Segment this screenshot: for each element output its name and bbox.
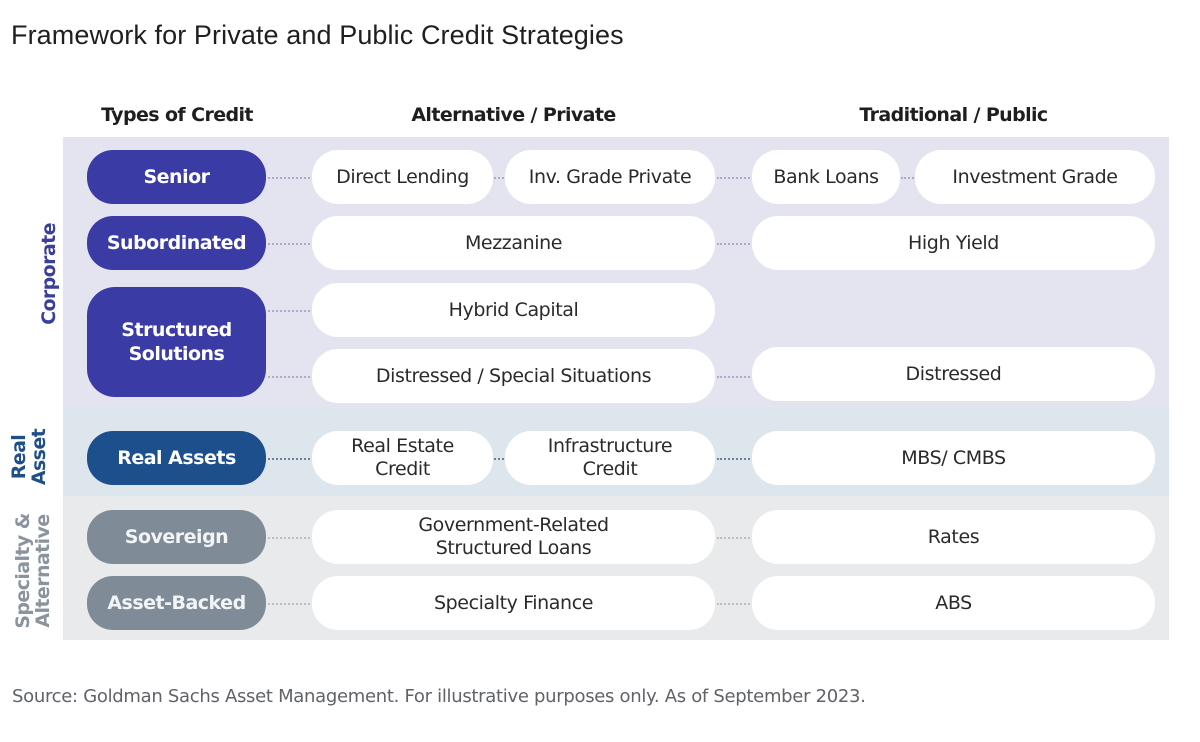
strategy-label-line2: Credit	[375, 458, 430, 480]
group-label-specialty: Specialty & Alternative	[12, 508, 55, 634]
type-label-senior: Senior	[143, 166, 210, 188]
connector-dots	[494, 177, 504, 179]
strategy-pill-mbs-cmbs: MBS/ CMBS	[752, 431, 1155, 485]
type-pill-sovereign: Sovereign	[87, 510, 266, 564]
connector-dots	[717, 376, 750, 378]
connector-dots	[268, 458, 310, 460]
strategy-pill-rates: Rates	[752, 510, 1155, 564]
connector-dots	[717, 243, 750, 245]
strategy-label: Mezzanine	[464, 232, 563, 254]
strategy-pill-specialty-finance: Specialty Finance	[312, 576, 715, 630]
strategy-pill-investment-grade: Investment Grade	[915, 150, 1155, 204]
connector-dots	[717, 177, 750, 179]
strategy-label-line1: Government-Related	[418, 514, 609, 536]
strategy-pill-high-yield: High Yield	[752, 216, 1155, 270]
type-pill-asset-backed: Asset-Backed	[87, 576, 266, 630]
strategy-label: MBS/ CMBS	[901, 447, 1006, 469]
strategy-label: Investment Grade	[952, 166, 1118, 188]
connector-dots	[717, 603, 750, 605]
column-header-traditional: Traditional / Public	[859, 104, 1048, 126]
strategy-label-line1: Real Estate	[351, 435, 454, 457]
strategy-label: ABS	[935, 592, 972, 614]
connector-dots	[268, 376, 310, 378]
type-pill-subordinated: Subordinated	[87, 216, 266, 270]
type-label-real-assets: Real Assets	[117, 447, 236, 469]
connector-dots	[268, 177, 310, 179]
strategy-label: Distressed	[905, 363, 1002, 385]
connector-dots	[494, 458, 504, 460]
type-pill-structured-solutions: Structured Solutions	[87, 287, 266, 397]
strategy-pill-direct-lending: Direct Lending	[312, 150, 493, 204]
group-label-specialty-line2: Alternative	[32, 514, 54, 628]
connector-dots	[717, 537, 750, 539]
figure-title: Framework for Private and Public Credit …	[11, 20, 624, 50]
strategy-pill-real-estate-credit: Real Estate Credit	[312, 431, 493, 485]
connector-dots	[268, 603, 310, 605]
strategy-pill-government-related-structured-loans: Government-Related Structured Loans	[312, 510, 715, 564]
strategy-pill-hybrid-capital: Hybrid Capital	[312, 283, 715, 337]
connector-dots	[901, 177, 914, 179]
strategy-label: Direct Lending	[336, 166, 469, 188]
connector-dots	[268, 537, 310, 539]
group-label-specialty-line1: Specialty &	[12, 513, 34, 629]
type-label-sovereign: Sovereign	[124, 526, 229, 548]
strategy-pill-mezzanine: Mezzanine	[312, 216, 715, 270]
strategy-pill-abs: ABS	[752, 576, 1155, 630]
connector-dots	[268, 243, 310, 245]
strategy-label: Distressed / Special Situations	[375, 365, 652, 387]
connector-dots	[717, 458, 750, 460]
group-label-real-asset-line1: Real	[8, 434, 30, 480]
strategy-label: Hybrid Capital	[448, 299, 579, 321]
source-note: Source: Goldman Sachs Asset Management. …	[12, 686, 866, 707]
strategy-pill-bank-loans: Bank Loans	[752, 150, 900, 204]
strategy-label-line2: Structured Loans	[435, 537, 592, 559]
type-pill-senior: Senior	[87, 150, 266, 204]
column-header-types: Types of Credit	[101, 104, 253, 126]
strategy-pill-inv-grade-private: Inv. Grade Private	[505, 150, 715, 204]
type-label-subordinated: Subordinated	[106, 232, 247, 254]
column-header-alternative: Alternative / Private	[411, 104, 616, 126]
group-label-real-asset: Real Asset	[8, 417, 51, 497]
strategy-pill-distressed: Distressed	[752, 347, 1155, 401]
strategy-label: High Yield	[908, 232, 999, 254]
strategy-label: Bank Loans	[773, 166, 879, 188]
type-pill-real-assets: Real Assets	[87, 431, 266, 485]
strategy-pill-distressed-special-situations: Distressed / Special Situations	[312, 349, 715, 403]
strategy-label-line1: Infrastructure	[547, 435, 673, 457]
strategy-label: Inv. Grade Private	[528, 166, 692, 188]
strategy-label: Rates	[927, 526, 980, 548]
type-label-asset-backed: Asset-Backed	[107, 592, 246, 614]
group-label-real-asset-line2: Asset	[28, 428, 50, 486]
strategy-pill-infrastructure-credit: Infrastructure Credit	[505, 431, 715, 485]
group-label-corporate: Corporate	[38, 223, 60, 325]
type-label-structured-line2: Solutions	[128, 343, 225, 365]
connector-dots	[268, 310, 310, 312]
strategy-label-line2: Credit	[582, 458, 638, 480]
strategy-label: Specialty Finance	[433, 592, 594, 614]
type-label-structured-line1: Structured	[121, 319, 232, 341]
